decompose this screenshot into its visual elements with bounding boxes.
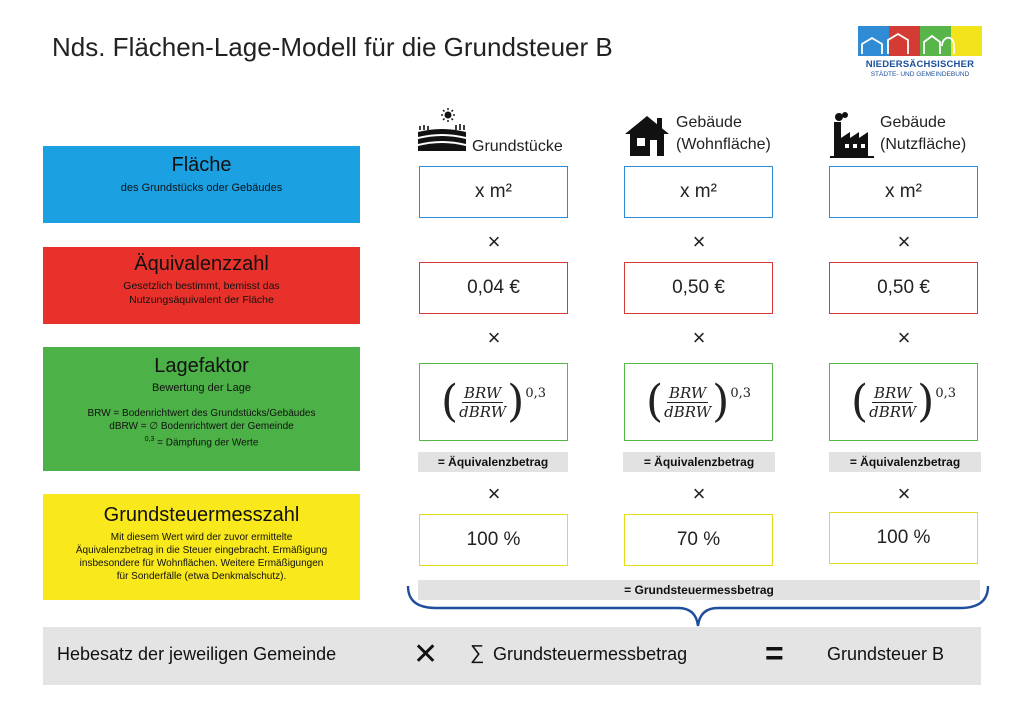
row-aequivalenzzahl-sub-1: Gesetzlich bestimmt, bemisst das xyxy=(123,280,280,292)
formula-numerator: BRW xyxy=(461,383,504,403)
lagefaktor-formula-wohnflaeche: ( BRW dBRW ) 0,3 xyxy=(624,363,773,441)
row-lagefaktor-heading: Lagefaktor xyxy=(154,355,249,377)
lagefaktor-formula-nutzflaeche: ( BRW dBRW ) 0,3 xyxy=(829,363,978,441)
formula: ( BRW dBRW ) 0,3 xyxy=(441,380,546,424)
column-header-grundstuecke: Grundstücke xyxy=(418,108,578,158)
row-messzahl-box: Grundsteuermesszahl Mit diesem Wert wird… xyxy=(43,494,360,600)
formula: ( BRW dBRW ) 0,3 xyxy=(851,380,956,424)
column-label-wohnflaeche-1: Gebäude xyxy=(676,114,742,131)
row-messzahl-heading: Grundsteuermesszahl xyxy=(103,504,300,526)
column-label-wohnflaeche-2: (Wohnfläche) xyxy=(676,136,771,153)
messzahl-value-wohnflaeche: 70 % xyxy=(624,514,773,566)
row-aequivalenzzahl-heading: Äquivalenzzahl xyxy=(134,253,269,275)
row-lagefaktor-note-3-text: = Dämpfung der Werte xyxy=(154,437,259,449)
column-label-nutzflaeche-1: Gebäude xyxy=(880,114,946,131)
row-flaeche-sub: des Grundstücks oder Gebäudes xyxy=(120,182,283,194)
column-header-wohnflaeche: Gebäude (Wohnfläche) xyxy=(624,108,784,158)
aequivalenzbetrag-label-grundstuecke: = Äquivalenzbetrag xyxy=(418,452,568,472)
area-value-nutzflaeche: x m² xyxy=(829,166,978,218)
sum-label: Grundsteuermessbetrag xyxy=(493,644,688,664)
column-label-nutzflaeche-2: (Nutzfläche) xyxy=(880,136,967,153)
row-messzahl-sub-1: Mit diesem Wert wird der zuvor ermittelt… xyxy=(110,532,293,543)
formula-exponent: 0,3 xyxy=(935,386,957,401)
formula-denominator: dBRW xyxy=(869,402,917,421)
formula-paren-left: ( xyxy=(850,376,869,427)
column-label-grundstuecke: Grundstücke xyxy=(472,138,563,155)
grundsteuer-b-result: Grundsteuer B xyxy=(827,644,945,664)
formula-exponent: 0,3 xyxy=(525,386,547,401)
aequivalenzbetrag-label-wohnflaeche: = Äquivalenzbetrag xyxy=(623,452,775,472)
logo-line-2: STÄDTE- UND GEMEINDEBUND xyxy=(870,71,970,78)
row-flaeche-box: Fläche des Grundstücks oder Gebäudes xyxy=(43,146,360,223)
logo-niedersaechsischer-staedte-gemeindebund: NIEDERSÄCHSISCHER STÄDTE- UND GEMEINDEBU… xyxy=(858,26,982,82)
formula-numerator: BRW xyxy=(871,383,914,403)
lagefaktor-formula-grundstuecke: ( BRW dBRW ) 0,3 xyxy=(419,363,568,441)
row-aequivalenzzahl-sub-2: Nutzungsäquivalent der Fläche xyxy=(129,294,274,306)
formula: ( BRW dBRW ) 0,3 xyxy=(646,380,751,424)
formula-fraction: BRW dBRW xyxy=(663,384,712,421)
formula-denominator: dBRW xyxy=(664,402,712,421)
bottom-equals-sign: = xyxy=(765,635,784,671)
hebesatz-label: Hebesatz der jeweiligen Gemeinde xyxy=(57,644,337,664)
logo-line-1: NIEDERSÄCHSISCHER xyxy=(865,59,975,70)
grundsteuermessbetrag-label: = Grundsteuermessbetrag xyxy=(418,580,980,600)
area-value-wohnflaeche: x m² xyxy=(624,166,773,218)
row-messzahl-sub-3: insbesondere für Wohnflächen. Weitere Er… xyxy=(79,558,324,569)
formula-paren-left: ( xyxy=(440,376,459,427)
messzahl-value-nutzflaeche: 100 % xyxy=(829,512,978,564)
equiv-value-grundstuecke: 0,04 € xyxy=(419,262,568,314)
times-sign-1-nutzflaeche: × xyxy=(897,229,911,254)
times-sign-1-grundstuecke: × xyxy=(487,229,501,254)
logo-band-red xyxy=(889,26,920,56)
bottom-formula-bar: Hebesatz der jeweiligen Gemeinde ✕ ∑ Gru… xyxy=(43,627,981,685)
logo-band-yellow xyxy=(951,26,982,56)
row-lagefaktor-sub: Bewertung der Lage xyxy=(151,382,252,394)
logo-color-bands xyxy=(858,26,982,56)
equiv-value-nutzflaeche: 0,50 € xyxy=(829,262,978,314)
row-lagefaktor-note-2: dBRW = ∅ Bodenrichtwert der Gemeinde xyxy=(109,421,294,432)
times-sign-3-grundstuecke: × xyxy=(487,481,501,506)
row-flaeche-heading: Fläche xyxy=(171,154,232,176)
factory-icon xyxy=(830,112,874,158)
row-lagefaktor-box: Lagefaktor Bewertung der Lage BRW = Bode… xyxy=(43,347,360,471)
logo-band-blue xyxy=(858,26,889,56)
curly-brace-icon xyxy=(406,585,990,627)
area-value-grundstuecke: x m² xyxy=(419,166,568,218)
formula-numerator: BRW xyxy=(666,383,709,403)
formula-denominator: dBRW xyxy=(459,402,507,421)
times-sign-3-nutzflaeche: × xyxy=(897,481,911,506)
times-sign-1-wohnflaeche: × xyxy=(692,229,706,254)
logo-skyline-icon xyxy=(861,32,955,54)
field-sun-icon xyxy=(418,108,466,151)
formula-paren-right: ) xyxy=(507,376,525,427)
house-icon xyxy=(625,116,669,156)
bottom-times-sign: ✕ xyxy=(413,638,439,671)
row-messzahl-sub-2: Äquivalenzbetrag in die Steuer eingebrac… xyxy=(75,545,328,556)
aequivalenzbetrag-label-nutzflaeche: = Äquivalenzbetrag xyxy=(829,452,981,472)
sum-symbol: ∑ xyxy=(470,642,485,664)
times-sign-2-nutzflaeche: × xyxy=(897,325,911,350)
row-lagefaktor-note-3: 0,3 = Dämpfung der Werte xyxy=(43,433,360,449)
times-sign-2-wohnflaeche: × xyxy=(692,325,706,350)
row-lagefaktor-note-1: BRW = Bodenrichtwert des Grundstücks/Geb… xyxy=(87,408,316,419)
column-header-nutzflaeche: Gebäude (Nutzfläche) xyxy=(830,108,990,158)
row-messzahl-sub-4: für Sonderfälle (etwa Denkmalschutz). xyxy=(116,571,287,582)
equiv-value-wohnflaeche: 0,50 € xyxy=(624,262,773,314)
messzahl-value-grundstuecke: 100 % xyxy=(419,514,568,566)
formula-paren-right: ) xyxy=(917,376,935,427)
formula-paren-left: ( xyxy=(645,376,664,427)
formula-paren-right: ) xyxy=(712,376,730,427)
formula-fraction: BRW dBRW xyxy=(458,384,507,421)
times-sign-2-grundstuecke: × xyxy=(487,325,501,350)
times-sign-3-wohnflaeche: × xyxy=(692,481,706,506)
row-aequivalenzzahl-box: Äquivalenzzahl Gesetzlich bestimmt, bemi… xyxy=(43,247,360,324)
formula-exponent: 0,3 xyxy=(730,386,752,401)
page-title: Nds. Flächen-Lage-Modell für die Grundst… xyxy=(52,32,613,62)
formula-fraction: BRW dBRW xyxy=(868,384,917,421)
row-lagefaktor-note-3-sup: 0,3 xyxy=(144,436,155,443)
